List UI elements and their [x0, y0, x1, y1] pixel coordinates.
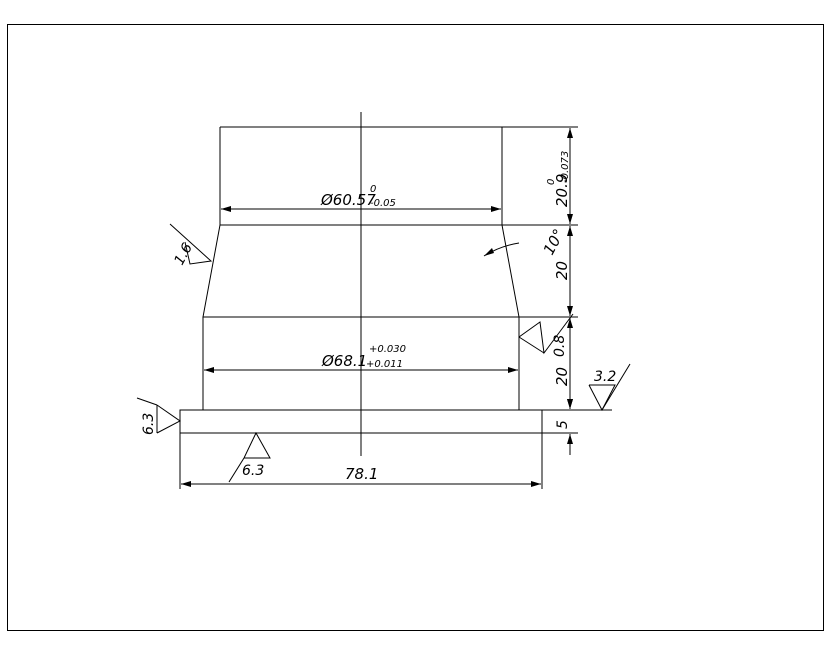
height-top-upper-tol: 0 — [546, 179, 557, 185]
base-width-dimension: 78.1 — [179, 433, 543, 489]
finish-symbol-bore — [518, 313, 574, 355]
taper-angle-dimension: 10° — [483, 226, 568, 258]
height-top-value: 20.9 — [553, 174, 571, 207]
top-diameter-dimension: Ø60.57 0 -0.05 — [221, 184, 501, 212]
height-base-value: 5 — [555, 420, 571, 429]
base-width-value: 78.1 — [345, 465, 378, 483]
taper-angle-value: 10° — [540, 226, 568, 258]
height-top-lower-tol: -0.073 — [560, 151, 571, 183]
bottom-diameter-value: Ø68.1 — [321, 352, 367, 370]
finish-symbol-base-bottom — [243, 431, 271, 459]
surface-finish-base-right: 3.2 — [588, 363, 631, 412]
finish-value-base-right: 3.2 — [594, 369, 616, 385]
finish-symbol-base-right — [588, 384, 616, 412]
finish-symbol-taper — [169, 223, 213, 265]
finish-symbol-base-bottom-tail — [228, 457, 245, 483]
surface-finish-bore: 0.8 — [518, 313, 574, 357]
height-low-value: 20 — [553, 367, 571, 386]
finish-value-base-bottom: 6.3 — [242, 463, 264, 479]
surface-finish-base-left: 6.3 — [136, 397, 181, 435]
bottom-diameter-dimension: Ø68.1 +0.030 +0.011 — [204, 344, 518, 373]
bottom-diameter-upper-tol: +0.030 — [369, 344, 406, 355]
bottom-diameter-lower-tol: +0.011 — [366, 359, 403, 370]
surface-finish-taper: 1.6 — [169, 223, 213, 268]
finish-value-base-left: 6.3 — [141, 413, 157, 435]
height-dimensions: 20.9 0 -0.073 20 20 5 — [502, 126, 612, 455]
finish-value-bore: 0.8 — [552, 335, 568, 357]
taper-angle-arrow — [484, 248, 494, 256]
top-diameter-value: Ø60.57 — [320, 191, 376, 209]
finish-symbol-bore-leg — [518, 336, 545, 354]
height-mid-value: 20 — [553, 261, 571, 280]
drawing-border — [7, 24, 824, 631]
top-diameter-upper-tol: 0 — [370, 184, 376, 195]
surface-finish-base-bottom: 6.3 — [228, 431, 271, 483]
top-diameter-lower-tol: -0.05 — [370, 198, 396, 209]
finish-symbol-base-left-tail — [136, 397, 158, 406]
finish-symbol-base-left — [156, 404, 181, 434]
finish-symbol-base-right-tail — [601, 363, 631, 411]
